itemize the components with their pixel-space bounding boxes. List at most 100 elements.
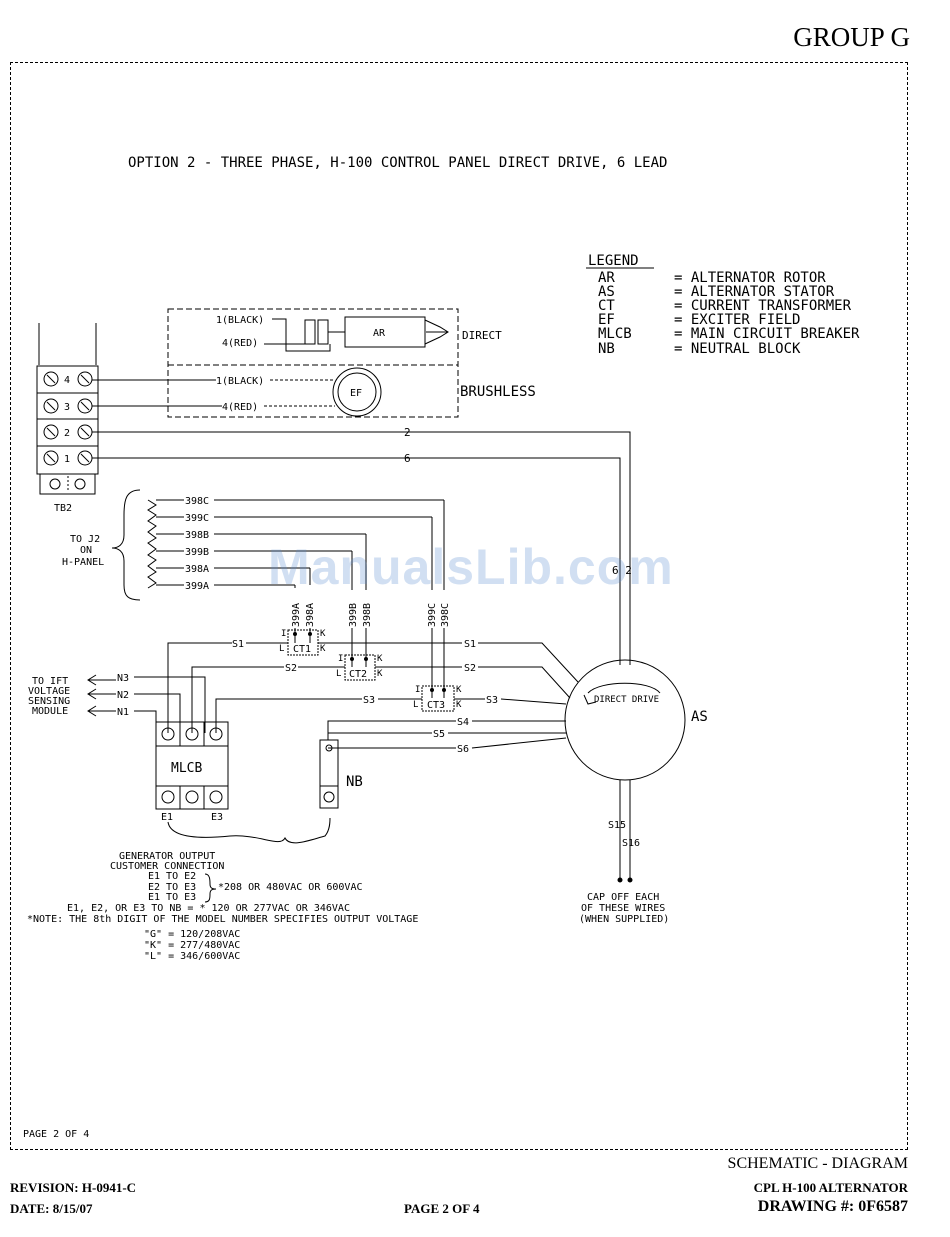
lead-399c: 399C xyxy=(185,513,209,524)
exciter-box: AR DIRECT BRUSHLESS 1(BLACK) 4(RED) EF xyxy=(167,308,536,418)
s2-label-left: S2 xyxy=(285,663,297,674)
lead-398b: 398B xyxy=(185,530,209,541)
to-ift-line4: MODULE xyxy=(32,706,68,717)
ct3-i: I xyxy=(415,685,420,695)
lead-399b: 399B xyxy=(185,547,209,558)
output-line9: "K" = 277/480VAC xyxy=(144,940,240,951)
ct3-l: L xyxy=(413,700,418,710)
red-lead-top: 4(RED) xyxy=(222,338,258,349)
ef-label: EF xyxy=(350,388,362,399)
ct2-i: I xyxy=(338,654,343,664)
legend: LEGEND AR = ALTERNATOR ROTOR AS = ALTERN… xyxy=(586,253,860,357)
output-line4b: *208 OR 480VAC OR 600VAC xyxy=(218,882,363,893)
output-line2: CUSTOMER CONNECTION xyxy=(110,861,224,872)
ct3-lead-398c: 398C xyxy=(440,603,451,627)
ct1-k-top: K xyxy=(320,629,326,639)
neutral-block xyxy=(319,739,339,809)
to-ift-line2: VOLTAGE xyxy=(28,686,70,697)
tb2-terminal-2: 2 xyxy=(64,428,70,439)
legend-title: LEGEND xyxy=(588,253,639,269)
wire-2-label: 2 xyxy=(404,426,411,439)
ct2-l: L xyxy=(336,669,341,679)
output-notes: GENERATOR OUTPUT CUSTOMER CONNECTION E1 … xyxy=(27,851,418,962)
black-lead-bottom: 1(BLACK) xyxy=(216,376,264,387)
legend-code-mlcb: MLCB xyxy=(598,326,632,342)
nb-label: NB xyxy=(346,774,363,790)
s16-label: S16 xyxy=(622,838,640,849)
cap-off-line2: OF THESE WIRES xyxy=(581,903,665,914)
lead-398c: 398C xyxy=(185,496,209,507)
legend-desc-ct: = CURRENT TRANSFORMER xyxy=(674,298,852,314)
ct3-k-top: K xyxy=(456,685,462,695)
output-line7: *NOTE: THE 8th DIGIT OF THE MODEL NUMBER… xyxy=(27,914,418,925)
lead-398a: 398A xyxy=(185,564,209,575)
legend-desc-nb: = NEUTRAL BLOCK xyxy=(674,341,801,357)
legend-desc-mlcb: = MAIN CIRCUIT BREAKER xyxy=(674,326,860,342)
legend-desc-ef: = EXCITER FIELD xyxy=(674,312,800,328)
s3-label-left: S3 xyxy=(363,695,375,706)
output-line8: "G" = 120/208VAC xyxy=(144,929,240,940)
legend-code-as: AS xyxy=(598,284,615,300)
j2-harness xyxy=(111,489,445,601)
ct2-k-top: K xyxy=(377,654,383,664)
tb2-terminal-block xyxy=(36,323,99,495)
direct-label: DIRECT xyxy=(462,329,502,342)
s1-label-right: S1 xyxy=(464,639,476,650)
output-line5: E1 TO E3 xyxy=(148,892,196,903)
e1-label: E1 xyxy=(161,812,173,823)
output-line3: E1 TO E2 xyxy=(148,871,196,882)
output-line6: E1, E2, OR E3 TO NB = * 120 OR 277VAC OR… xyxy=(67,903,350,914)
ct1-label: CT1 xyxy=(293,644,311,655)
ct2-label: CT2 xyxy=(349,669,367,680)
s5-label: S5 xyxy=(433,729,445,740)
ct1-k: K xyxy=(320,644,326,654)
s2-label-right: S2 xyxy=(464,663,476,674)
to-ift-line1: TO IFT xyxy=(32,676,68,687)
to-j2-line1: TO J2 xyxy=(70,534,100,545)
legend-code-ar: AR xyxy=(598,270,615,286)
diagram-title: OPTION 2 - THREE PHASE, H-100 CONTROL PA… xyxy=(128,155,667,171)
ar-label: AR xyxy=(373,328,386,339)
ct1-lead-399a: 399A xyxy=(291,603,302,627)
s6-label: S6 xyxy=(457,744,469,755)
ct3-lead-399c: 399C xyxy=(427,603,438,627)
tb2-terminal-1: 1 xyxy=(64,454,70,465)
legend-desc-ar: = ALTERNATOR ROTOR xyxy=(674,270,826,286)
footer-subtitle: CPL H-100 ALTERNATOR xyxy=(753,1180,908,1195)
as-label: AS xyxy=(691,709,708,725)
group-heading: GROUP G xyxy=(793,22,910,52)
ct1-lead-398a: 398A xyxy=(305,603,316,627)
to-j2-line3: H-PANEL xyxy=(62,557,104,568)
direct-drive-label: DIRECT DRIVE xyxy=(594,695,659,705)
red-lead-bottom: 4(RED) xyxy=(222,402,258,413)
mlcb-label: MLCB xyxy=(171,761,202,776)
to-j2-line2: ON xyxy=(80,545,92,556)
brushless-label: BRUSHLESS xyxy=(460,384,536,400)
footer-drawing-number: DRAWING #: 0F6587 xyxy=(757,1198,908,1215)
inner-page-number: PAGE 2 OF 4 xyxy=(23,1129,89,1140)
ct2-lead-398b: 398B xyxy=(362,603,373,627)
output-line4: E2 TO E3 xyxy=(148,882,196,893)
legend-desc-as: = ALTERNATOR STATOR xyxy=(674,284,835,300)
tb2-label: TB2 xyxy=(54,503,72,514)
s3-label-right: S3 xyxy=(486,695,498,706)
s4-label: S4 xyxy=(457,717,469,728)
lead-399a: 399A xyxy=(185,581,209,592)
black-lead-top: 1(BLACK) xyxy=(216,315,264,326)
watermark: ManualsLib.com xyxy=(268,539,674,595)
n1-label: N1 xyxy=(117,707,129,718)
cap-off-line3: (WHEN SUPPLIED) xyxy=(579,914,669,925)
ct1-l: L xyxy=(279,644,284,654)
tb2-terminal-4: 4 xyxy=(64,375,70,386)
legend-code-ct: CT xyxy=(598,298,615,314)
wire-6-label: 6 xyxy=(404,452,411,465)
footer-page: PAGE 2 OF 4 xyxy=(404,1201,480,1216)
ct2-lead-399b: 399B xyxy=(348,603,359,627)
wire-62-label: 6 2 xyxy=(612,564,632,577)
ct3-k: K xyxy=(456,700,462,710)
ct1-i: I xyxy=(281,629,286,639)
drawing-frame xyxy=(10,62,908,1150)
ift-leads xyxy=(87,674,206,733)
e3-label: E3 xyxy=(211,812,223,823)
